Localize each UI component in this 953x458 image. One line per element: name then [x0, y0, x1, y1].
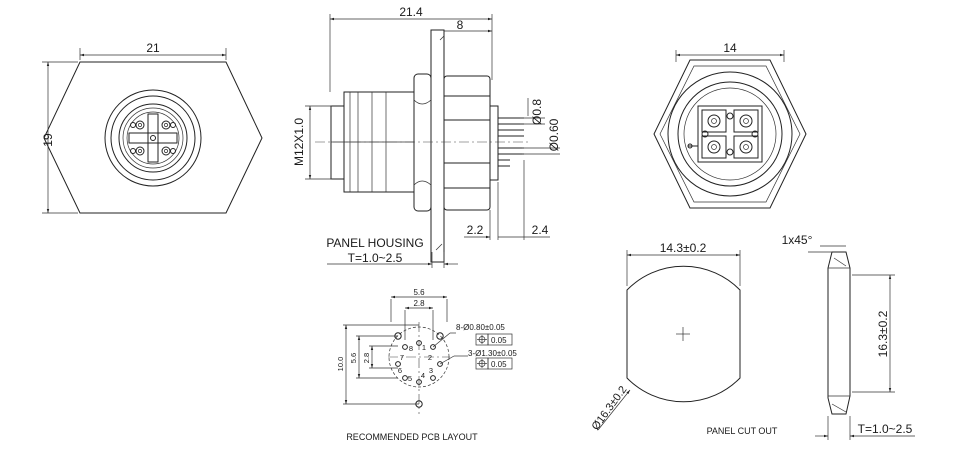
pcb-layout: 5.6 2.8 10.0 5.6 2.8 8 1 [336, 288, 517, 442]
pcb-dim-2-8-top: 2.8 [413, 299, 425, 308]
section-thickness: T=1.0~2.5 [858, 422, 913, 436]
pin-number-6: 6 [398, 366, 402, 375]
front-width-dim: 21 [146, 41, 160, 55]
side-view: 21.4 8 [292, 5, 561, 268]
cutout-outline [626, 265, 741, 403]
panel-cutout-caption: PANEL CUT OUT [707, 426, 778, 436]
dim-a: 2.2 [467, 223, 484, 237]
front-view: 21 19 [41, 41, 263, 214]
tol-box-1: 0.05 [491, 336, 507, 345]
pcb-layout-caption: RECOMMENDED PCB LAYOUT [346, 432, 478, 442]
dim-b: 2.4 [532, 223, 549, 237]
rear-width-dim: 14 [723, 41, 737, 55]
cutout-dia-dim: Ø16.3±0.2 [590, 384, 630, 433]
hole-note-1: 8-Ø0.80±0.05 [456, 323, 505, 332]
lock-nut [413, 73, 432, 212]
panel-thickness: T=1.0~2.5 [348, 251, 403, 265]
hex-flange-outline [43, 61, 263, 214]
pcb-dim-5-6-top: 5.6 [413, 288, 425, 297]
panel-housing-label: PANEL HOUSING [326, 236, 423, 250]
flange-dim: 8 [457, 18, 464, 32]
section-profile [827, 251, 851, 415]
tol-box-2: 0.05 [491, 360, 507, 369]
panel-section: 1x45° 16.3±0.2 T=1.0~2.5 [782, 233, 915, 440]
cutout-width-dim: 14.3±0.2 [660, 241, 707, 255]
hole-note-2: 3-Ø1.30±0.05 [468, 349, 517, 358]
pin-number-8: 8 [409, 344, 413, 353]
panel-cutout: 14.3±0.2 Ø16.3±0.2 PANEL CUT OUT [590, 241, 778, 436]
pcb-dim-5-6-side: 5.6 [349, 353, 358, 363]
rear-view: 14 [653, 41, 807, 209]
section-height-dim: 16.3±0.2 [876, 310, 890, 357]
pin-number-7: 7 [400, 353, 404, 362]
pin-dia-1: Ø0.8 [530, 99, 544, 125]
pin-number-4: 4 [421, 371, 425, 380]
pin-number-1: 1 [422, 343, 426, 352]
pin-dia-2: Ø0.60 [547, 118, 561, 151]
pcb-dim-2-8-side: 2.8 [362, 353, 371, 363]
pcb-pins [489, 105, 524, 181]
front-height-dim: 19 [41, 133, 55, 147]
rear-contacts [701, 109, 759, 159]
front-pin-insert [128, 113, 178, 163]
pcb-holes [394, 332, 444, 408]
overall-length-dim: 21.4 [399, 5, 423, 19]
rear-hex-outline [653, 59, 807, 209]
pin-number-2: 2 [428, 353, 432, 362]
thread-label: M12X1.0 [292, 118, 306, 166]
panel-plate [430, 29, 445, 263]
chamfer-label: 1x45° [782, 233, 813, 247]
pin-number-3: 3 [429, 366, 433, 375]
pin-number-5: 5 [408, 374, 412, 383]
pcb-dim-10-0: 10.0 [336, 357, 345, 372]
